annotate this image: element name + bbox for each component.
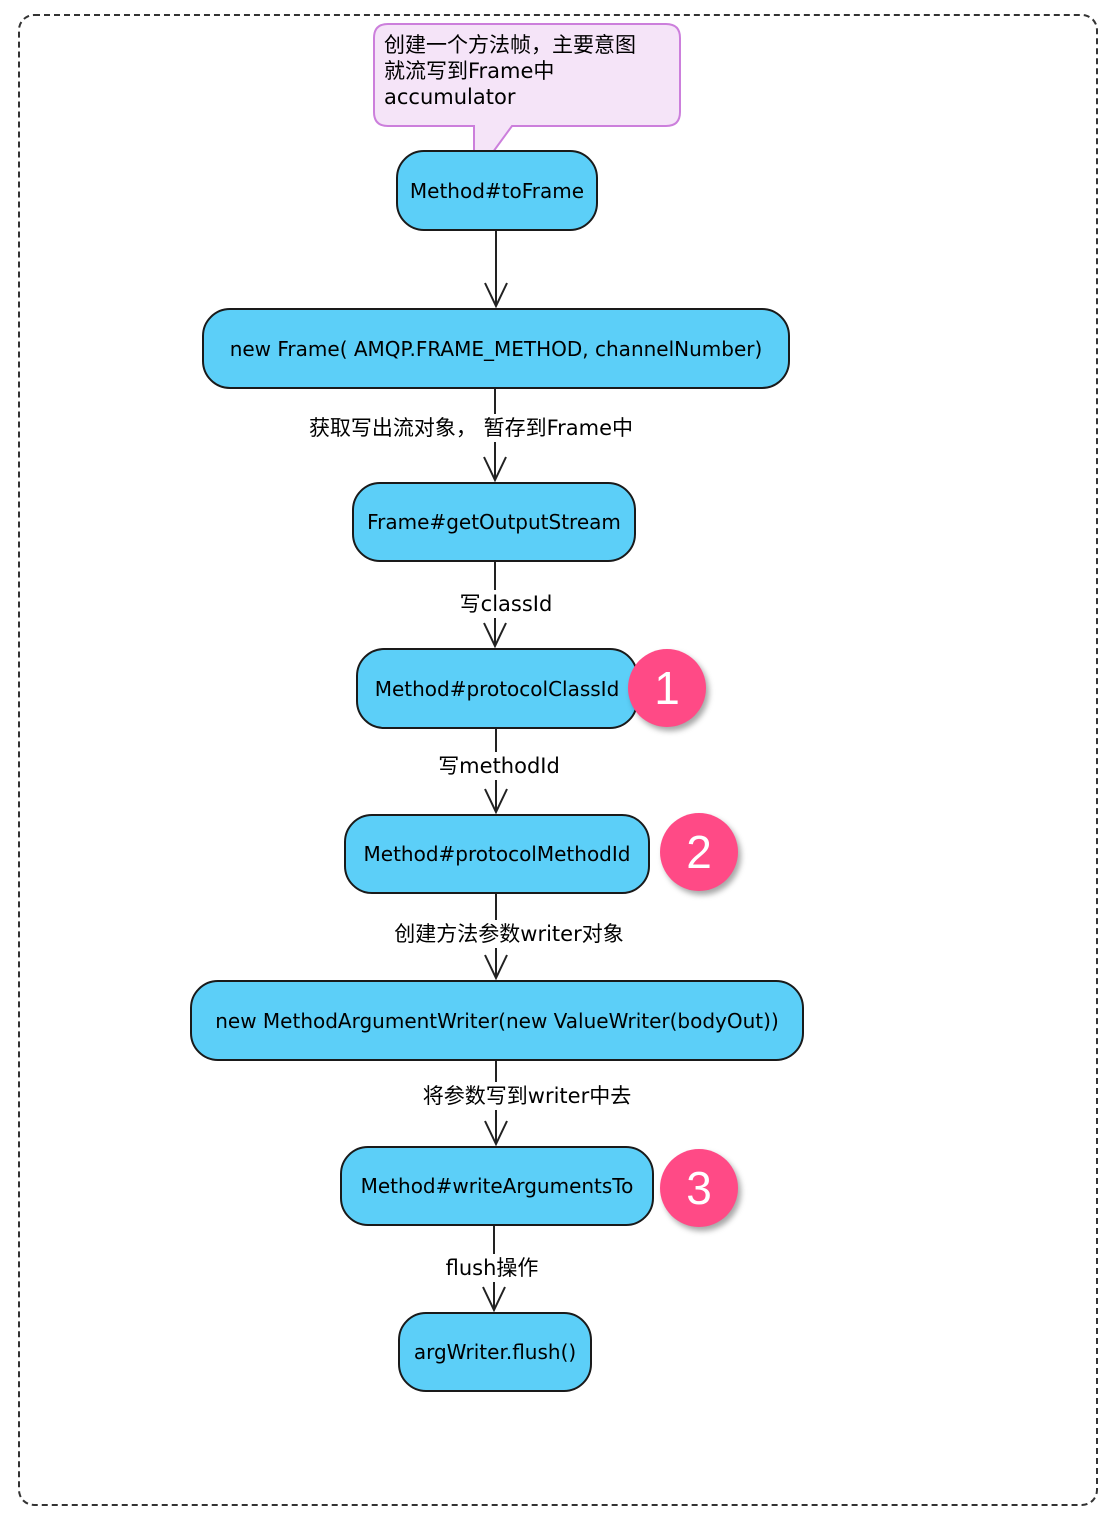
edge-label-get-output-stream: 获取写出流对象， 暂存到Frame中 <box>300 414 642 442</box>
note-line-1: 创建一个方法帧，主要意图 <box>384 33 636 57</box>
edge-label-write-args: 将参数写到writer中去 <box>416 1082 638 1110</box>
arrowhead-4 <box>484 788 508 815</box>
arrowhead-7 <box>482 1286 506 1313</box>
arrowhead-1 <box>484 282 508 309</box>
step-badge-1: 1 <box>628 649 706 727</box>
note-line-3: accumulator <box>384 85 516 109</box>
arrowhead-5 <box>484 954 508 981</box>
node-method-protocolmethodid: Method#protocolMethodId <box>344 814 650 894</box>
node-method-writeargumentsto: Method#writeArgumentsTo <box>340 1146 654 1226</box>
arrowhead-2 <box>483 456 507 483</box>
node-new-methodargumentwriter: new MethodArgumentWriter(new ValueWriter… <box>190 980 804 1061</box>
edge-label-write-classid: 写classId <box>456 590 556 618</box>
step-badge-2: 2 <box>660 813 738 891</box>
arrowhead-3 <box>483 622 507 649</box>
node-method-protocolclassid: Method#protocolClassId <box>356 648 638 729</box>
edge-label-write-methodid: 写methodId <box>434 752 564 780</box>
note-line-2: 就流写到Frame中 <box>384 59 555 83</box>
note-text: 创建一个方法帧，主要意图 就流写到Frame中 accumulator <box>384 32 674 110</box>
node-new-frame: new Frame( AMQP.FRAME_METHOD, channelNum… <box>202 308 790 389</box>
node-argwriter-flush: argWriter.flush() <box>398 1312 592 1392</box>
node-method-toframe: Method#toFrame <box>396 150 598 231</box>
edge-label-create-writer: 创建方法参数writer对象 <box>386 920 632 948</box>
step-badge-3: 3 <box>660 1149 738 1227</box>
arrowhead-6 <box>484 1120 508 1147</box>
node-frame-getoutputstream: Frame#getOutputStream <box>352 482 636 562</box>
edge-label-flush: flush操作 <box>440 1254 544 1282</box>
diagram-frame <box>18 14 1098 1506</box>
